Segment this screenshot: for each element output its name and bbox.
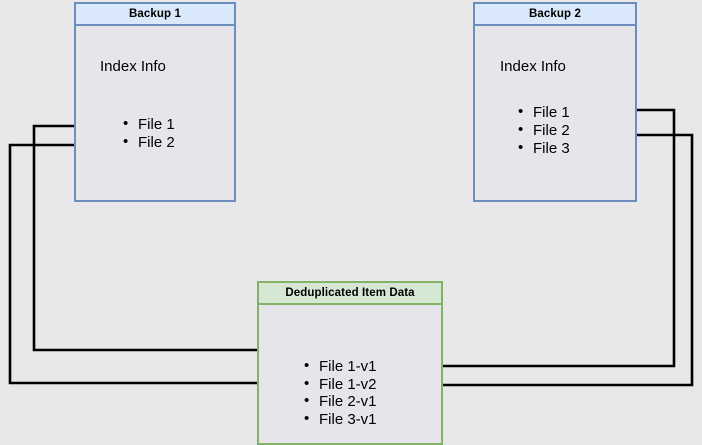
node-deduplicated-item-data[interactable]: Deduplicated Item Data File 1-v1 File 1-… — [257, 281, 443, 445]
list-item[interactable]: File 3 — [517, 139, 570, 158]
node-deduplicated-item-data-body: File 1-v1 File 1-v2 File 2-v1 File 3-v1 — [259, 305, 441, 443]
list-item[interactable]: File 1 — [517, 103, 570, 122]
node-backup-2-title: Backup 2 — [475, 4, 635, 26]
backup-1-file-list: File 1 File 2 — [122, 115, 175, 152]
backup-2-index-info-label: Index Info — [500, 58, 566, 75]
node-backup-1-body: Index Info File 1 File 2 — [76, 26, 234, 200]
list-item[interactable]: File 2 — [517, 121, 570, 140]
list-item[interactable]: File 2-v1 — [303, 392, 377, 411]
deduplicated-item-list: File 1-v1 File 1-v2 File 2-v1 File 3-v1 — [303, 357, 377, 429]
list-item[interactable]: File 1 — [122, 115, 175, 134]
node-backup-2-body: Index Info File 1 File 2 File 3 — [475, 26, 635, 200]
node-backup-1[interactable]: Backup 1 Index Info File 1 File 2 — [74, 2, 236, 202]
node-deduplicated-item-data-title: Deduplicated Item Data — [259, 283, 441, 305]
list-item[interactable]: File 1-v2 — [303, 375, 377, 394]
list-item[interactable]: File 2 — [122, 133, 175, 152]
backup-2-file-list: File 1 File 2 File 3 — [517, 103, 570, 158]
backup-1-index-info-label: Index Info — [100, 58, 166, 75]
list-item[interactable]: File 1-v1 — [303, 357, 377, 376]
node-backup-2[interactable]: Backup 2 Index Info File 1 File 2 File 3 — [473, 2, 637, 202]
node-backup-1-title: Backup 1 — [76, 4, 234, 26]
list-item[interactable]: File 3-v1 — [303, 410, 377, 429]
